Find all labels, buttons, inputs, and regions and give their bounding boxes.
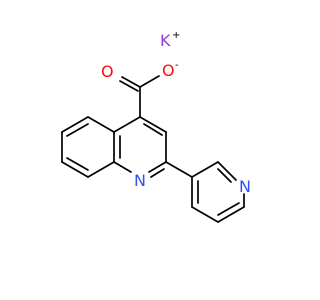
atom-o-minus-label: O [162,61,175,80]
atom-labels: K + O - O N N [101,30,251,196]
bond-py-c5-c6 [217,206,245,223]
background [0,0,300,300]
atom-n-pyridine-label: N [239,177,251,196]
atom-o-carbonyl-label: O [101,62,114,81]
bond-c-o-single [139,75,160,88]
atom-k-charge: + [172,30,180,41]
bonds [61,75,245,223]
bond-c-o-double-b [119,80,139,92]
bond-n1-c8a [113,161,132,173]
bond-n1-c2-inner [150,168,165,178]
bond-py-c2-c3 [191,161,219,178]
bond-c4a-c5 [87,116,115,133]
atom-k-label: K [160,31,171,50]
bond-py-n-c2-inner [217,168,232,183]
bond-c2-pyridyl [165,161,193,178]
bond-c4-c3-inner [143,123,163,136]
bond-py-c4-c5 [191,206,219,223]
atom-n-quinoline-label: N [134,171,146,190]
bond-c5-c6-inner [66,123,89,137]
bond-c5-c6 [61,116,89,133]
bond-c4a-c4 [113,116,141,133]
bond-c7-c8-inner [66,157,89,171]
molecule-structure: K + O - O N N [0,0,300,300]
bond-py-n-c2 [217,161,237,181]
bond-c8-c8a [87,161,115,178]
bond-c7-c8 [61,161,89,178]
bond-c2-n1 [148,161,167,173]
bond-c4-c3 [139,116,167,133]
bond-c-o-double-a [121,76,141,88]
atom-o-minus-charge: - [175,60,179,71]
bond-py-c5-c6-inner [217,202,240,216]
